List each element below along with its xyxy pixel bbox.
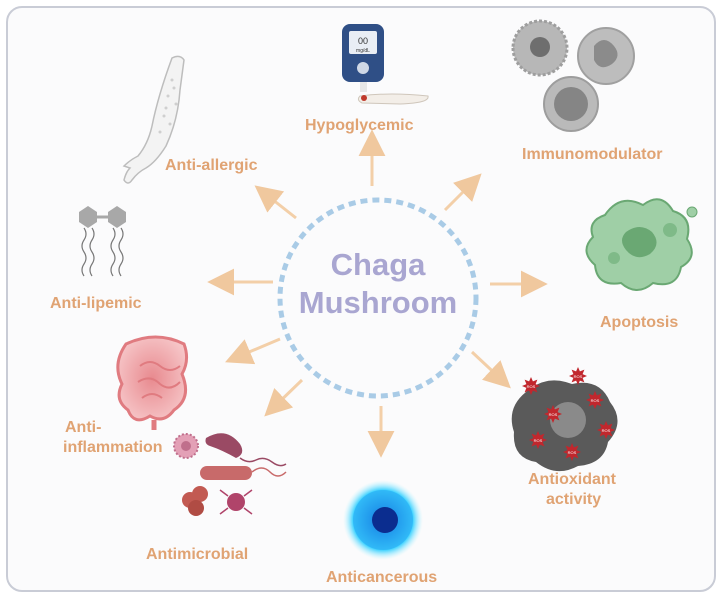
center-title: Chaga Mushroom	[278, 246, 478, 322]
label-anticancerous: Anticancerous	[326, 569, 438, 586]
label-antilipemic: Anti-lipemic	[50, 295, 142, 312]
ros-marker: ROS	[569, 367, 587, 385]
cancer-cell-icon	[343, 480, 423, 560]
apoptosis-cell-icon	[585, 198, 698, 291]
ros-marker: ROS	[529, 431, 547, 449]
intestine-icon	[116, 335, 189, 430]
ros-marker: ROS	[597, 421, 615, 439]
label-hypoglycemic: Hypoglycemic	[305, 117, 414, 134]
arm-rash-icon	[122, 55, 185, 184]
ros-marker: ROS	[563, 443, 581, 461]
ros-marker-label: ROS	[549, 412, 558, 417]
svg-text:00: 00	[358, 36, 368, 46]
label-apoptosis: Apoptosis	[600, 314, 679, 331]
lipid-molecule-icon	[79, 206, 126, 277]
ros-marker-label: ROS	[602, 428, 611, 433]
ros-marker-label: ROS	[534, 438, 543, 443]
ros-marker-label: ROS	[568, 450, 577, 455]
center-title-line1: Chaga	[330, 247, 426, 282]
ros-marker-label: ROS	[527, 384, 536, 389]
svg-text:mg/dL: mg/dL	[356, 48, 370, 54]
arrow-antimicrobial	[264, 378, 304, 417]
label-immunomodulator: Immunomodulator	[522, 146, 663, 163]
arrow-immunomodulator	[443, 173, 482, 212]
arrow-antiallergic	[254, 185, 297, 220]
glucometer-icon: 00 mg/dL	[342, 24, 429, 105]
label-antiallergic: Anti-allergic	[165, 157, 258, 174]
ros-marker-label: ROS	[591, 398, 600, 403]
center-circle	[277, 197, 479, 399]
ros-markers: ROS ROS ROS ROS ROS ROS ROS	[522, 367, 615, 461]
center-title-line2: Mushroom	[298, 285, 458, 320]
ros-marker: ROS	[586, 391, 604, 409]
label-antioxidant-line1: Antioxidant	[528, 471, 616, 488]
label-antimicrobial: Antimicrobial	[146, 546, 249, 563]
immune-cells-icon	[511, 19, 635, 132]
ros-marker-label: ROS	[574, 374, 583, 379]
microbes-icon	[173, 433, 287, 516]
label-antioxidant-line2: activity	[546, 491, 602, 508]
label-antiinflammation-line1: Anti-	[65, 419, 102, 436]
arrow-antiinflammation	[225, 337, 281, 365]
arrow-antioxidant	[470, 350, 511, 389]
ros-marker: ROS	[544, 405, 562, 423]
ros-marker: ROS	[522, 377, 540, 395]
label-antiinflammation-line2: inflammation	[63, 439, 163, 456]
arrows	[207, 129, 548, 458]
